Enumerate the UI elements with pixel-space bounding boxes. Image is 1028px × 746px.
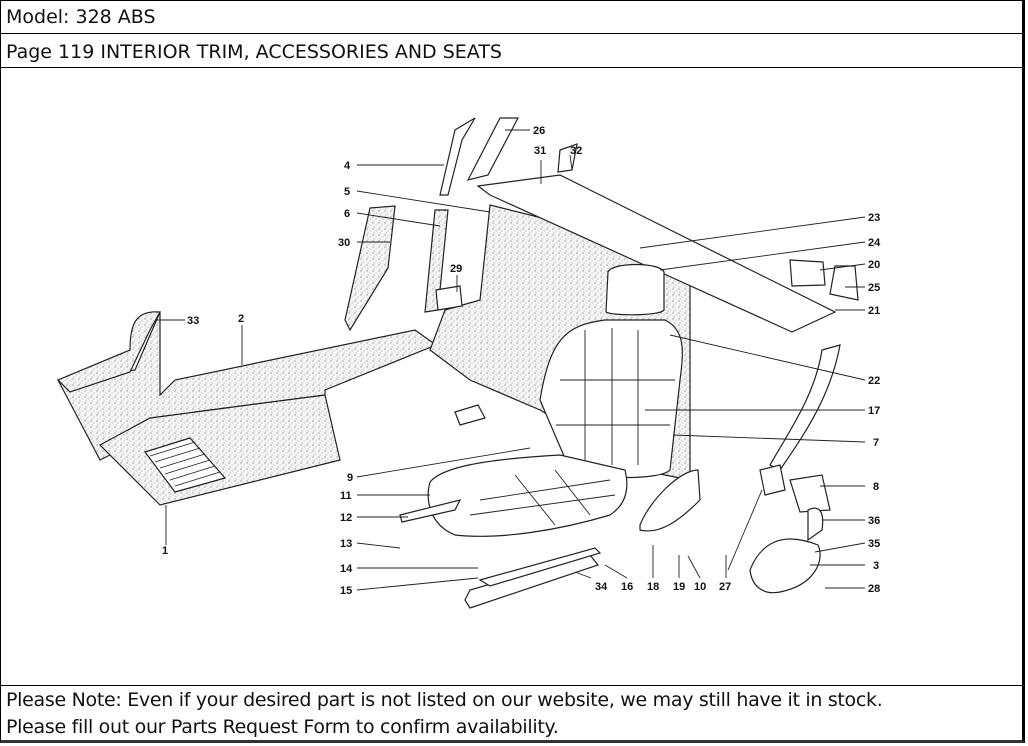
floor-vent-grille xyxy=(144,437,227,493)
callout-26[interactable]: 26 xyxy=(533,125,545,137)
callout-23[interactable]: 23 xyxy=(868,212,880,224)
callout-7[interactable]: 7 xyxy=(873,437,879,449)
cover-8 xyxy=(789,474,831,513)
parts-diagram: 1 2 33 4 26 31 32 5 6 30 29 23 24 20 25 … xyxy=(0,68,1025,686)
leader-lines xyxy=(157,129,866,591)
model-label: Model: 328 ABS xyxy=(0,0,1025,34)
seatbelt-buckle-9 xyxy=(454,404,486,426)
callout-13[interactable]: 13 xyxy=(340,538,352,550)
cover-3 xyxy=(749,538,821,594)
callout-25[interactable]: 25 xyxy=(868,282,880,294)
callout-21[interactable]: 21 xyxy=(868,305,880,317)
shelf-end-cap-25 xyxy=(829,265,859,301)
callout-9[interactable]: 9 xyxy=(347,472,353,484)
seat-backrest xyxy=(539,319,683,479)
pillar-trim-4 xyxy=(439,117,476,196)
callout-2[interactable]: 2 xyxy=(238,313,244,325)
pillar-trim-26 xyxy=(466,117,519,181)
seatbelt-guide-27 xyxy=(769,344,841,471)
callout-16[interactable]: 16 xyxy=(621,581,633,593)
callout-14[interactable]: 14 xyxy=(340,563,353,575)
seat-rail-15 xyxy=(464,554,600,609)
floor-carpet-assembly xyxy=(56,311,438,506)
callout-20[interactable]: 20 xyxy=(868,259,880,271)
callout-35[interactable]: 35 xyxy=(868,538,880,550)
bracket-36 xyxy=(807,507,824,542)
seat-rail-bracket xyxy=(478,547,602,587)
adjust-knob-18 xyxy=(639,469,701,532)
callout-19[interactable]: 19 xyxy=(673,581,685,593)
callout-8[interactable]: 8 xyxy=(873,481,879,493)
callout-10[interactable]: 10 xyxy=(694,581,706,593)
seat-cushion xyxy=(427,454,628,537)
seat-slide-13 xyxy=(399,499,462,523)
callout-12[interactable]: 12 xyxy=(340,512,352,524)
seat-assembly xyxy=(399,263,701,609)
callout-27[interactable]: 27 xyxy=(719,581,731,593)
callout-15[interactable]: 15 xyxy=(340,585,352,597)
page-title: Page 119 INTERIOR TRIM, ACCESSORIES AND … xyxy=(0,34,1025,68)
callout-28[interactable]: 28 xyxy=(868,583,880,595)
callout-1[interactable]: 1 xyxy=(162,545,168,557)
callout-31[interactable]: 31 xyxy=(534,145,546,157)
shelf-end-cover-20 xyxy=(789,259,826,287)
callout-29[interactable]: 29 xyxy=(450,263,462,275)
callout-22[interactable]: 22 xyxy=(868,375,880,387)
callout-11[interactable]: 11 xyxy=(340,490,352,502)
note-line-1: Please Note: Even if your desired part i… xyxy=(6,689,883,711)
callout-33[interactable]: 33 xyxy=(187,315,199,327)
callout-36[interactable]: 36 xyxy=(868,515,880,527)
callout-labels: 1 2 33 4 26 31 32 5 6 30 29 23 24 20 25 … xyxy=(162,125,881,597)
headrest xyxy=(605,263,665,316)
belt-buckle xyxy=(759,464,786,496)
callout-5[interactable]: 5 xyxy=(344,186,350,198)
exploded-view-drawing: 1 2 33 4 26 31 32 5 6 30 29 23 24 20 25 … xyxy=(56,117,881,609)
pillar-trim-30 xyxy=(344,205,396,332)
callout-32[interactable]: 32 xyxy=(570,145,582,157)
callout-30[interactable]: 30 xyxy=(338,237,350,249)
note-line-2: Please fill out our Parts Request Form t… xyxy=(6,716,559,738)
callout-3[interactable]: 3 xyxy=(873,560,879,572)
availability-note: Please Note: Even if your desired part i… xyxy=(6,687,883,741)
callout-17[interactable]: 17 xyxy=(868,405,880,417)
callout-24[interactable]: 24 xyxy=(868,237,881,249)
callout-34[interactable]: 34 xyxy=(595,581,608,593)
cover-29 xyxy=(435,285,463,311)
callout-18[interactable]: 18 xyxy=(647,581,659,593)
rear-shelf-trim xyxy=(476,174,837,333)
callout-4[interactable]: 4 xyxy=(344,160,351,172)
callout-6[interactable]: 6 xyxy=(344,208,350,220)
